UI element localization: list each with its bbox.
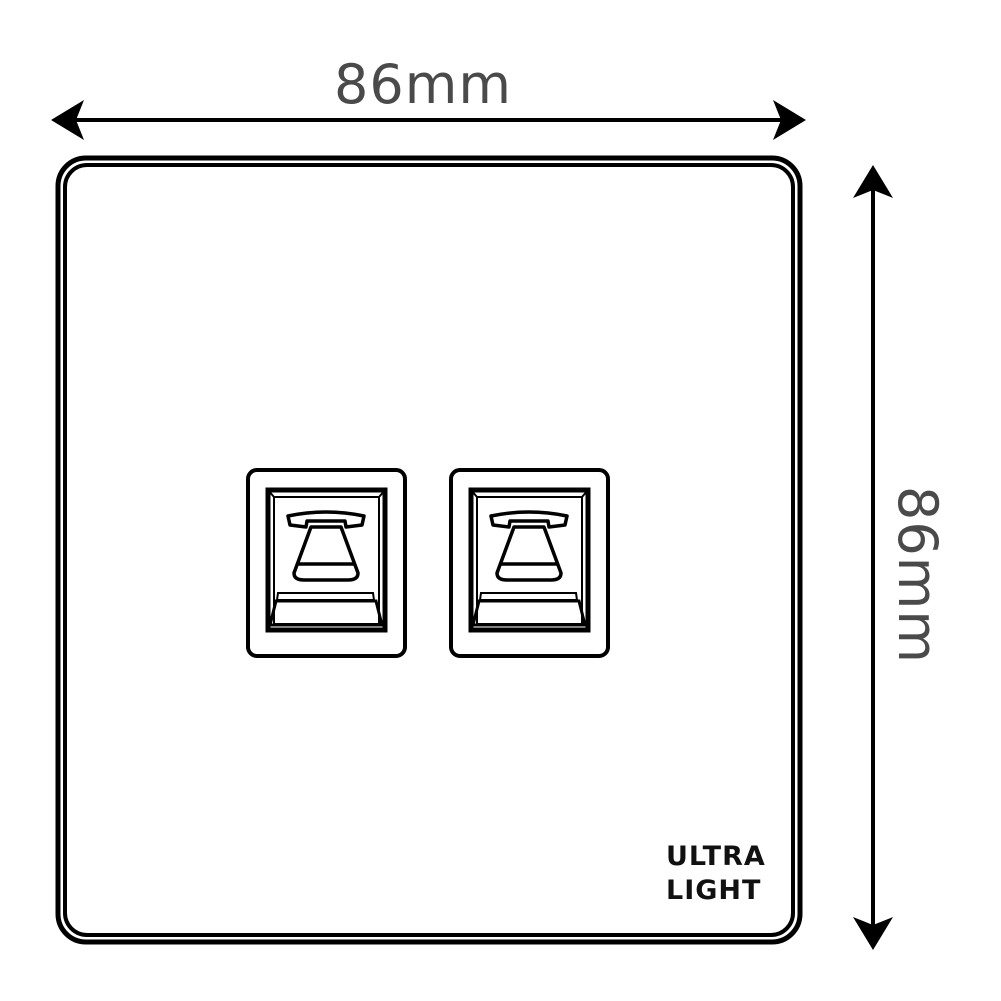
brand-line-1: ULTRA bbox=[666, 841, 766, 872]
arrow-left-icon bbox=[51, 100, 84, 140]
telephone-icon bbox=[489, 510, 569, 582]
width-dimension-label: 86mm bbox=[334, 53, 512, 116]
brand-label: ULTRA LIGHT bbox=[666, 840, 766, 908]
wall-plate bbox=[55, 155, 803, 945]
telephone-socket-2 bbox=[449, 468, 610, 658]
width-dimension-arrow bbox=[51, 100, 806, 140]
telephone-icon bbox=[286, 510, 366, 582]
arrow-up-icon bbox=[853, 165, 893, 198]
telephone-socket-1 bbox=[246, 468, 407, 658]
arrow-right-icon bbox=[773, 100, 806, 140]
height-dimension-label: 86mm bbox=[886, 486, 949, 664]
arrow-down-icon bbox=[853, 917, 893, 950]
brand-line-2: LIGHT bbox=[666, 875, 762, 906]
height-dimension-arrow bbox=[853, 165, 893, 950]
